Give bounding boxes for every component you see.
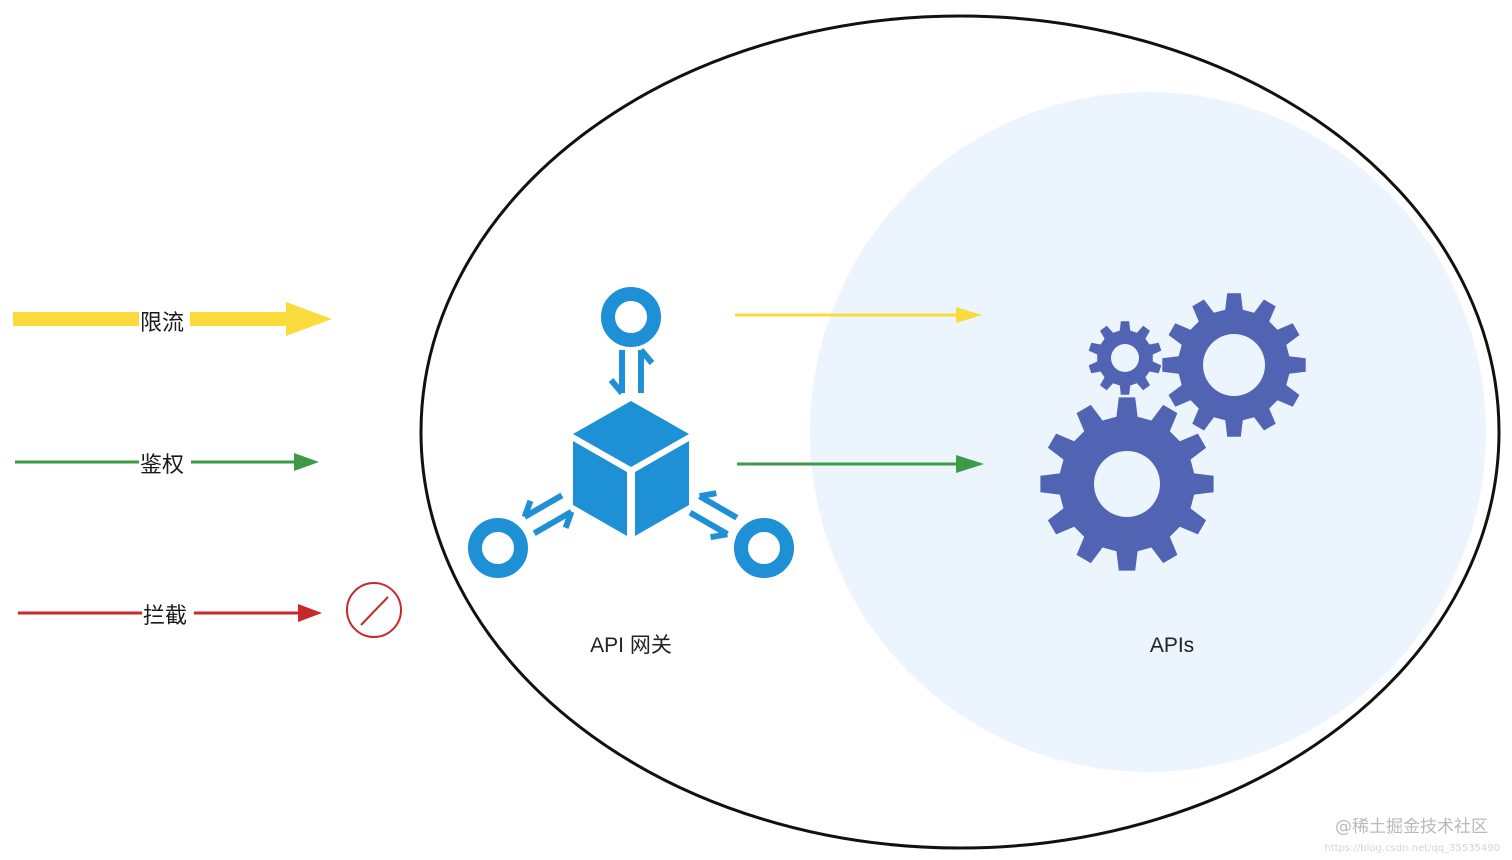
gateway-label: API 网关 [590, 634, 672, 657]
watermark-text: @稀土掘金技术社区 [1335, 817, 1488, 837]
watermark-subtext: https://blog.csdn.net/qq_35535490 [1324, 843, 1500, 854]
legend-block-label: 拦截 [143, 604, 187, 629]
box-hub-icon [468, 287, 794, 578]
legend-auth: 鉴权 [15, 453, 319, 478]
ratelimit-flow-arrow [735, 307, 982, 323]
legend-block: 拦截 [18, 604, 322, 629]
legend-ratelimit: 限流 [13, 302, 332, 336]
prohibited-icon [346, 582, 402, 638]
legend-ratelimit-label: 限流 [140, 311, 184, 336]
gear-medium [1162, 293, 1306, 437]
legend-auth-label: 鉴权 [140, 453, 184, 478]
gear-small [1088, 321, 1162, 395]
auth-flow-arrow [737, 455, 984, 473]
apis-label: APIs [1150, 634, 1194, 657]
gear-large [1040, 397, 1214, 571]
gears-icon [1040, 293, 1306, 571]
